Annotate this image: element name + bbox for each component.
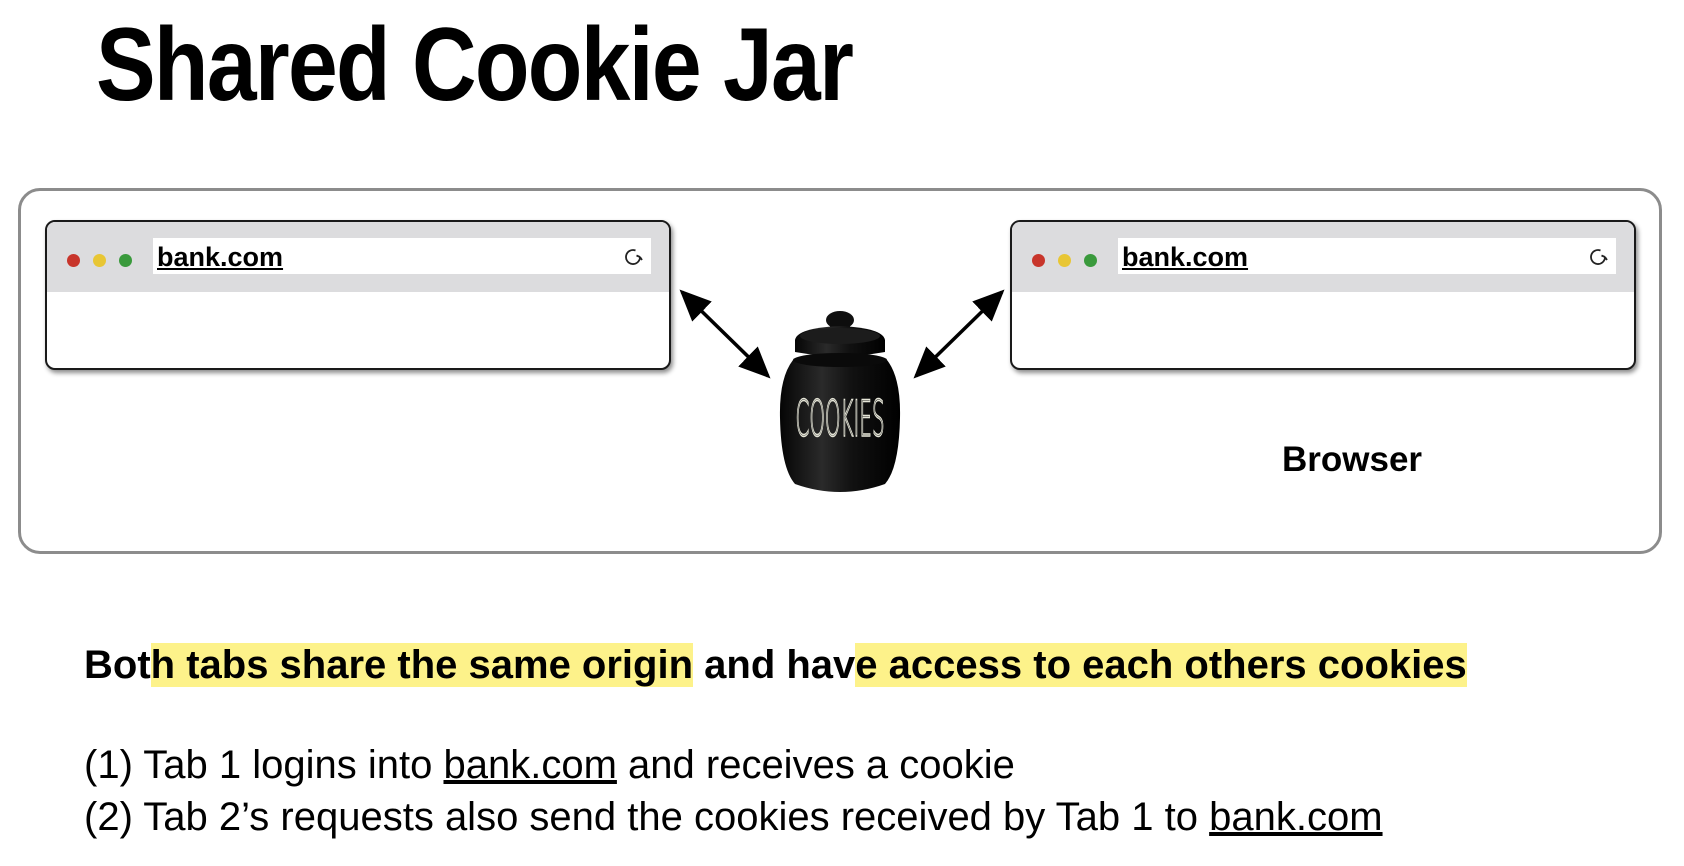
jar-label: COOKIES <box>795 390 884 448</box>
reload-icon[interactable] <box>1586 245 1610 269</box>
cookie-jar-icon: COOKIES <box>779 311 901 492</box>
reload-icon[interactable] <box>621 245 645 269</box>
summary-highlight-1: h tabs share the same origin <box>150 643 694 687</box>
arrow-tab-1-to-jar <box>679 289 771 379</box>
tab-1-toolbar: bank.com <box>47 222 669 292</box>
tab-1-address-bar[interactable]: bank.com <box>153 238 651 274</box>
step-2-text: (2) Tab 2’s requests also send the cooki… <box>84 795 1210 839</box>
arrow-tab-2-to-jar <box>913 289 1005 379</box>
summary-highlight-2: e access to each others cookies <box>855 643 1467 687</box>
step-2-link[interactable]: bank.com <box>1209 795 1383 839</box>
browser-frame <box>18 188 1662 554</box>
tab-2-url: bank.com <box>1122 242 1249 272</box>
step-2: (2) Tab 2’s requests also send the cooki… <box>84 792 1383 842</box>
browser-window-tab-1: bank.com <box>45 220 671 370</box>
page-title: Shared Cookie Jar <box>96 7 854 123</box>
maximize-window-icon[interactable] <box>1084 254 1097 267</box>
step-1: (1) Tab 1 logins into bank.com and recei… <box>84 740 1015 790</box>
maximize-window-icon[interactable] <box>119 254 132 267</box>
close-window-icon[interactable] <box>67 254 80 267</box>
minimize-window-icon[interactable] <box>1058 254 1071 267</box>
minimize-window-icon[interactable] <box>93 254 106 267</box>
close-window-icon[interactable] <box>1032 254 1045 267</box>
step-1-link[interactable]: bank.com <box>443 743 617 787</box>
tab-2-address-bar[interactable]: bank.com <box>1118 238 1616 274</box>
step-1-text: (1) Tab 1 logins into <box>84 743 444 787</box>
step-1-text-end: and receives a cookie <box>616 743 1015 787</box>
summary-segment: and hav <box>693 643 856 687</box>
summary-statement: Both tabs share the same origin and have… <box>84 640 1467 690</box>
browser-window-tab-2: bank.com <box>1010 220 1636 370</box>
summary-segment: Bot <box>84 643 151 687</box>
tab-1-url: bank.com <box>157 242 284 272</box>
browser-label: Browser <box>1282 440 1423 479</box>
tab-2-toolbar: bank.com <box>1012 222 1634 292</box>
